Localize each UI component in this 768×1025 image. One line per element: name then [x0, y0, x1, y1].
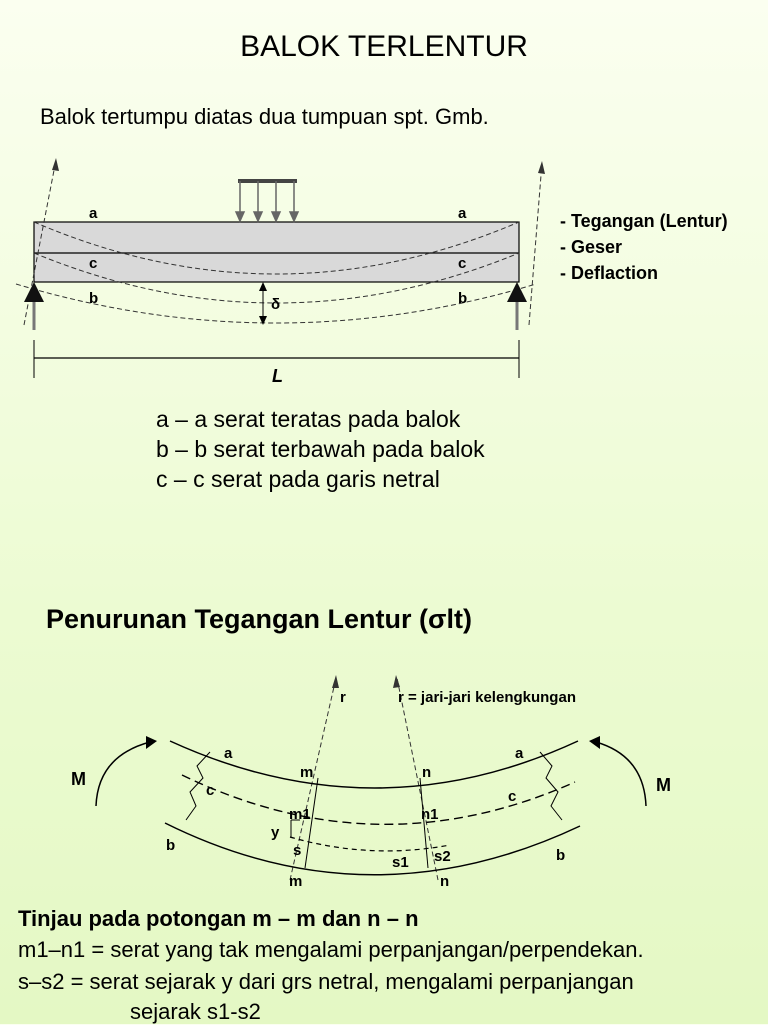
label-b-left: b: [166, 837, 175, 854]
label-r: r: [340, 689, 346, 706]
label-M-right: M: [656, 775, 671, 795]
radius-line-right: [396, 677, 439, 881]
label-s2: s2: [434, 848, 451, 865]
curve-c: [33, 252, 520, 304]
effect-item: - Geser: [560, 237, 623, 257]
label-c-right: c: [458, 255, 466, 272]
definition-s-s2: s–s2 = serat sejarak y dari grs netral, …: [18, 969, 634, 994]
section-title: Penurunan Tegangan Lentur (σlt): [46, 604, 472, 634]
moment-left-icon: [95, 741, 151, 807]
section-m: [304, 777, 319, 869]
label-s1: s1: [392, 854, 409, 871]
label-a-right: a: [515, 745, 524, 762]
support-left-icon: [24, 282, 44, 302]
label-delta: δ: [271, 296, 280, 313]
label-y: y: [271, 824, 280, 841]
fiber-legend: a – a serat teratas pada balok b – b ser…: [156, 404, 485, 494]
label-span: L: [272, 366, 283, 386]
break-left: [185, 751, 211, 821]
review-heading: Tinjau pada potongan m – m dan n – n: [18, 906, 419, 931]
label-m-top: m: [300, 764, 313, 781]
label-n1: n1: [421, 806, 439, 823]
label-M-left: M: [71, 769, 86, 789]
fiber-b: [164, 822, 581, 876]
label-r-note: r = jari-jari kelengkungan: [398, 689, 576, 706]
intro-text: Balok tertumpu diatas dua tumpuan spt. G…: [40, 104, 489, 129]
curve-a: [33, 221, 520, 275]
label-m1: m1: [289, 806, 311, 823]
end-line-right: [528, 162, 543, 326]
legend-item: a – a serat teratas pada balok: [156, 406, 461, 432]
arrow-left-icon: [52, 158, 59, 171]
bending-diagram: r r = jari-jari kelengkungan M M a a m n…: [71, 675, 671, 890]
label-c-left: c: [206, 782, 214, 799]
fiber-c: [181, 774, 576, 826]
curve-b: [15, 283, 537, 324]
label-m-bottom: m: [289, 873, 302, 890]
label-c-right: c: [508, 788, 516, 805]
label-a-left: a: [224, 745, 233, 762]
break-right: [539, 751, 563, 821]
legend-item: c – c serat pada garis netral: [156, 466, 440, 492]
beam-diagram: a a c c b b δ L: [15, 158, 545, 386]
beam-body: [33, 221, 520, 283]
section-n: [419, 777, 429, 869]
label-n-top: n: [422, 764, 431, 781]
load-arrows-icon: [234, 181, 300, 223]
label-b-right: b: [458, 290, 467, 307]
label-b-right: b: [556, 847, 565, 864]
definition-m1-n1: m1–n1 = serat yang tak mengalami perpanj…: [18, 937, 644, 962]
definition-s-s2-continued: sejarak s1-s2: [130, 999, 261, 1024]
radius-line-left: [289, 677, 337, 881]
effects-list: - Tegangan (Lentur) - Geser - Deflaction: [560, 208, 728, 286]
page-title: BALOK TERLENTUR: [240, 30, 528, 63]
moment-right-icon: [595, 741, 647, 807]
effect-item: - Tegangan (Lentur): [560, 211, 728, 231]
fiber-a: [169, 740, 579, 789]
effect-item: - Deflaction: [560, 263, 659, 283]
label-n-bottom: n: [440, 873, 449, 890]
label-c-left: c: [89, 255, 97, 272]
label-a-left: a: [89, 205, 98, 222]
label-a-right: a: [458, 205, 467, 222]
label-b-left: b: [89, 290, 98, 307]
label-s: s: [293, 842, 301, 859]
support-right-icon: [507, 282, 527, 302]
legend-item: b – b serat terbawah pada balok: [156, 436, 485, 462]
arrow-right-icon: [538, 161, 545, 174]
